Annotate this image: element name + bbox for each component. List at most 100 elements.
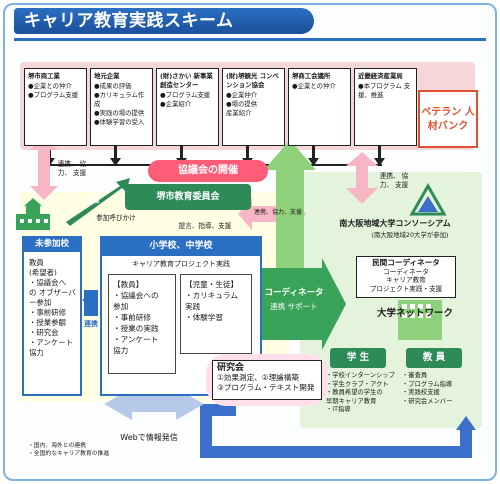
blue-return-path	[200, 404, 472, 458]
partner-title: 堺市商工業	[28, 72, 60, 80]
stu-item: 早期キャリア教育	[326, 397, 377, 405]
teachers-box: 【教員】 ・協議会への 参加 ・事前研修 ・授業の実践 ・アンケート 協力	[108, 274, 176, 374]
partner-item: ●実践の場の提供	[94, 109, 145, 117]
partner-box: (財)堺観光 コンベンション協会 ●企業仲介 ●場の提供 産業紹介	[222, 68, 285, 146]
university-building-icon	[398, 300, 442, 340]
footnotes: ・国内、海外との連携 ・全国的なキャリア教育の推進	[28, 442, 148, 462]
partner-title: 地元企業	[94, 72, 120, 80]
np-item: ・協議会へ	[29, 278, 66, 287]
web-label: Webで情報発信	[120, 433, 178, 442]
partner-title: (財)堺観光 コンベンション協会	[226, 72, 279, 89]
np-item: 協力	[29, 348, 44, 357]
schools-sub: キャリア教育プロジェクト実践	[132, 260, 230, 268]
call-label: 参加呼びかけ	[96, 214, 136, 222]
students-list: ・学校インターンシップ ・学生クラブ・アクト ・教員希望の学生の 早期キャリア教…	[326, 372, 400, 426]
network-title: 大学ネットワーク	[376, 308, 453, 319]
partner-item: ●本プログラム 支援、推進	[358, 82, 411, 99]
partner-box: 近畿経済産業局 ●本プログラム 支援、推進	[354, 68, 417, 146]
renkei-arrow	[84, 290, 98, 316]
school-building-icon	[16, 198, 50, 230]
footnote: ・全国的なキャリア教育の推進	[28, 451, 110, 457]
partner-item: ●プログラム支援	[28, 91, 79, 99]
non-participating-head: 未参加校	[22, 236, 82, 252]
partner-box: 堺市商工業 ●企業との仲介 ●プログラム支援	[24, 68, 87, 146]
footnote: ・国内、海外との連携	[28, 443, 86, 449]
teacher-item: ・協議会への	[113, 291, 159, 300]
faculty-list: ・審査員 ・プログラム指導 ・実践校支援 ・研究会メンバー	[402, 372, 476, 426]
advice-label: 提言、指導、支援	[178, 222, 232, 230]
faculty-head: 教 員	[406, 348, 462, 368]
civil-item: コーディネータ	[383, 267, 429, 276]
fac-item: ・実践校支援	[402, 389, 440, 397]
non-participating-box: 教員 (希望者) ・協議会へ の オブザーバー参加 ・事前研修 ・授業参観 ・研…	[22, 236, 82, 396]
students-head: 学 生	[330, 348, 386, 368]
research-item: ③プログラム・テキスト開発	[217, 383, 315, 392]
partner-item: ●カリキュラム作成	[94, 91, 145, 108]
student-item: ・体験学習	[185, 313, 223, 322]
coordinator-arrow	[256, 258, 346, 350]
teacher-item: 協力	[113, 346, 129, 355]
stu-item: ・教員希望の学生の	[326, 389, 383, 397]
research-box: 研究会 ①効果測定、②理論構築 ③プログラム・テキスト開発	[212, 360, 322, 400]
coordinator-sub: 連携 サポート	[270, 302, 318, 311]
support-label: 連携、 協力、 支援	[57, 160, 87, 177]
civil-coordinator-box: 民間コーディネータ コーディネータ キャリア教育 プロジェクト実践・支援	[356, 256, 456, 298]
np-item: の オブザーバー参加	[29, 288, 76, 307]
partner-item: ●企業との仲介	[28, 82, 72, 90]
teacher-item: ・アンケート	[113, 335, 159, 344]
consortium-sub: (南大阪地域20大学が参加)	[371, 231, 449, 239]
partner-item: ●プログラム支援	[160, 91, 211, 99]
consortium-logo-icon	[409, 182, 447, 216]
np-item: ・授業参観	[29, 318, 66, 327]
partner-item: ●成果の評価	[94, 82, 132, 90]
research-item: ①効果測定、②理論構築	[217, 373, 299, 382]
board-box	[125, 184, 251, 210]
partner-item: ●企業紹介	[160, 100, 192, 108]
partner-item: ●企業との仲介	[292, 82, 336, 90]
web-arrow	[104, 388, 204, 420]
stu-item: ・IT指導	[326, 406, 351, 414]
teacher-item: ・授業の実践	[113, 324, 159, 333]
partner-item: ●企業仲介	[226, 91, 258, 99]
student-item: ・カリキュラム	[185, 291, 238, 300]
page-title: キャリア教育実践スキーム	[14, 8, 314, 34]
support-label: 連携、 協力、 支援	[379, 172, 409, 189]
research-title: 研究会	[217, 363, 245, 373]
teacher-item: ・事前研修	[113, 313, 151, 322]
consortium-title: 南大阪地域大学コンソーシアム	[339, 219, 451, 228]
board-label: 堺市教育委員会	[156, 192, 220, 202]
schools-head: 小学校、中学校	[100, 236, 262, 256]
partner-box: 堺商工会議所 ●企業との仲介	[288, 68, 351, 146]
np-item: ・アンケート	[29, 338, 74, 347]
partner-title: (財)さかい 新事業 創造センター	[160, 72, 213, 89]
shien-label: 支援	[86, 196, 100, 204]
students-title: 【児童・生徒】	[185, 280, 239, 289]
title-rule	[14, 38, 486, 41]
students-box: 【児童・生徒】 ・カリキュラム 実践 ・体験学習	[180, 274, 252, 354]
civil-item: キャリア教育	[386, 276, 426, 284]
partner-title: 堺商工会議所	[292, 72, 331, 80]
partner-item: ●場の提供	[226, 100, 258, 108]
teacher-item: 参加	[113, 302, 129, 311]
support-label: 連携、協力、支援	[254, 209, 303, 216]
np-item: 教員	[29, 258, 44, 267]
partner-box: (財)さかい 新事業 創造センター ●プログラム支援 ●企業紹介	[156, 68, 219, 146]
civil-item: プロジェクト実践・支援	[369, 284, 443, 293]
fac-item: ・プログラム指導	[402, 380, 453, 388]
renkei-label: 連携	[84, 320, 98, 328]
student-item: 実践	[185, 302, 201, 311]
coordinator-title: コーディネータ	[264, 288, 324, 298]
stu-item: ・学校インターンシップ	[326, 372, 395, 379]
council-ellipse: 協議会の開催	[148, 160, 268, 182]
partner-title: 近畿経済産業局	[358, 72, 403, 80]
np-item: ・研究会	[29, 328, 59, 337]
np-item: (希望者)	[29, 268, 57, 277]
fac-item: ・審査員	[402, 372, 428, 379]
veteran-bank: ベテラン 人材バンク	[418, 90, 478, 148]
civil-head: 民間コーディネータ	[372, 258, 440, 267]
fac-item: ・研究会メンバー	[402, 397, 453, 405]
shien-arrow	[66, 178, 130, 226]
stu-item: ・学生クラブ・アクト	[326, 380, 389, 388]
partner-item: ●体験学習の受入	[94, 118, 145, 126]
teachers-title: 【教員】	[113, 280, 144, 289]
